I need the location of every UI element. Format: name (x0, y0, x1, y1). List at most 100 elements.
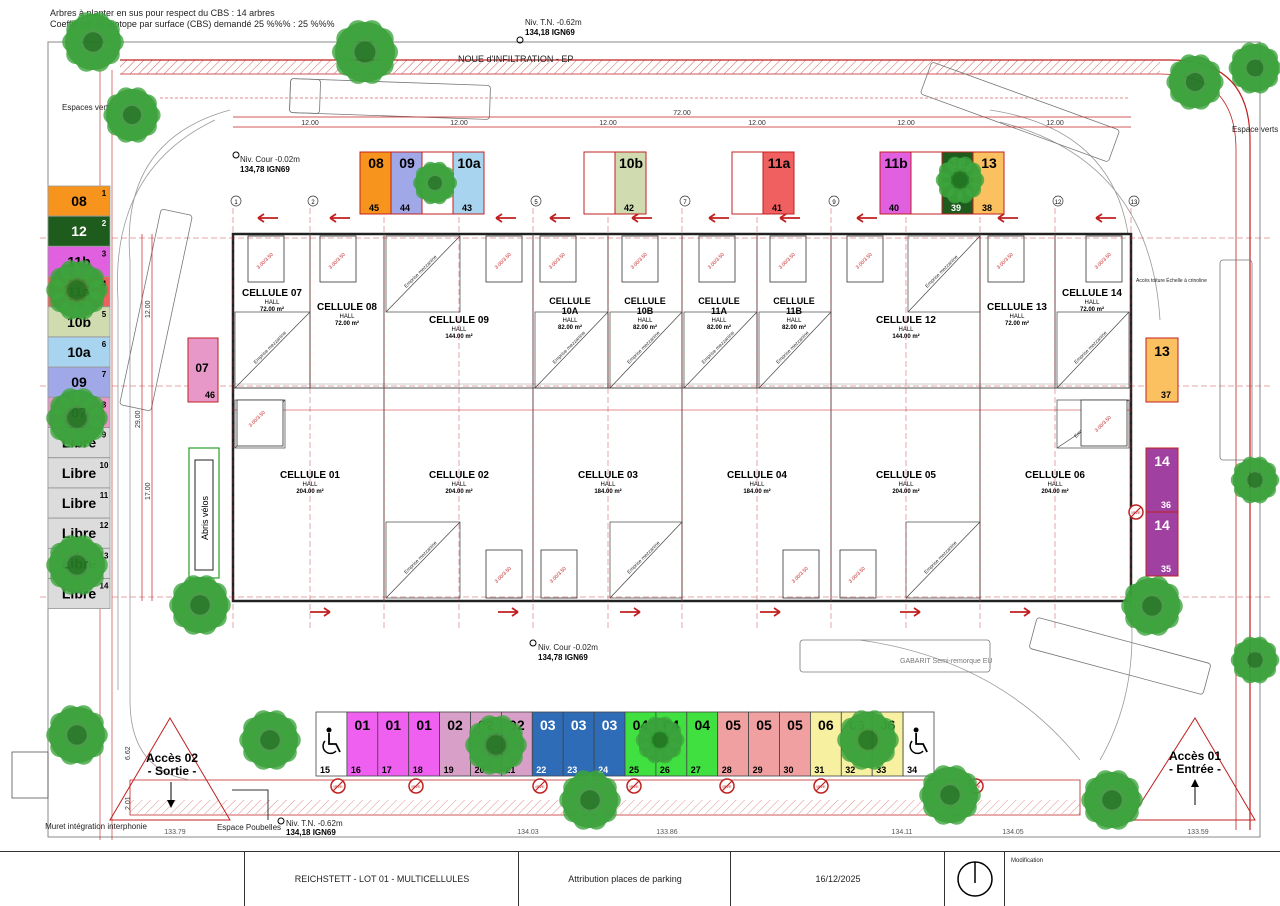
loading-door: 3.00/3.50 (839, 549, 877, 599)
exit-arrow (620, 607, 641, 617)
exit-arrow (760, 607, 781, 617)
spot-label: 01 (355, 717, 371, 733)
alt-4: 134.11 (892, 829, 913, 836)
tree-icon (1166, 54, 1224, 110)
cell-area: 72.00 m² (1080, 306, 1104, 313)
irve-charger-icon: IRVE (532, 778, 548, 794)
spot-label: 05 (756, 717, 772, 733)
cell-name: 10A (562, 306, 579, 316)
spot-num: 45 (369, 203, 379, 213)
exit-arrow (498, 607, 519, 617)
gabarit-label: GABARIT Semi-remorque EU (900, 658, 992, 665)
alt-3: 133.86 (656, 829, 678, 836)
spot-label: 11b (884, 155, 907, 171)
loading-door: 3.00/3.50 (485, 549, 523, 599)
axis-12: 12 (1052, 195, 1064, 628)
legend-spot-num: 10 (100, 461, 109, 470)
cell-name: CELLULE 08 (317, 302, 377, 313)
axis-label: 5 (534, 200, 538, 206)
axis-label: 13 (1131, 200, 1138, 206)
tree-icon (169, 575, 231, 635)
cell-name: CELLULE 05 (876, 470, 936, 481)
spot-num: 44 (400, 203, 410, 213)
dim-seg-5: 12.00 (897, 120, 915, 127)
header-note-1: Arbres à planter en sus pour respect du … (50, 8, 275, 18)
tb-subject: Attribution places de parking (518, 852, 731, 906)
spot-num: 37 (1161, 390, 1171, 400)
abris-velos: Abris vélos (188, 447, 220, 579)
cell-name: 10B (637, 306, 654, 316)
loading-door: 3.00/3.50 (485, 213, 523, 283)
parking-spot-34: 34 (902, 711, 935, 777)
tree-icon (935, 156, 985, 204)
tb-project: REICHSTETT - LOT 01 - MULTICELLULES (244, 852, 519, 906)
vehicle-outlines (119, 62, 1253, 695)
tree-icon (1081, 770, 1143, 830)
cell-name: CELLULE 04 (727, 470, 787, 481)
dim-total: 72.00 (673, 110, 691, 117)
poubelles-label: Espace Poubelles (217, 823, 281, 832)
spot-num: 26 (660, 765, 670, 775)
spot-label: 03 (540, 717, 556, 733)
spot-label: 01 (416, 717, 432, 733)
irve-label: IRVE (629, 784, 639, 789)
tree-icon (46, 705, 108, 765)
spot-num: 42 (624, 203, 634, 213)
cell-area: 82.00 m² (707, 324, 731, 331)
dim-depth-bottom: 17.00 (145, 482, 152, 500)
legend-spot-num: 5 (102, 310, 107, 319)
tree-icon (332, 20, 398, 84)
spot-label: 09 (399, 155, 415, 171)
spot-label: 13 (981, 155, 997, 171)
cell-area: 82.00 m² (633, 324, 657, 331)
legend-spot-label: 08 (71, 193, 87, 209)
irve-charger-icon: IRVE (626, 778, 642, 794)
dim-depth: 29.00 (135, 410, 142, 428)
legend-spot-num: 13 (100, 551, 109, 560)
cell-hall: HALL (302, 482, 318, 488)
acces01-title: Accès 01 (1169, 749, 1221, 763)
irve-label: IRVE (816, 784, 826, 789)
spot-num: 40 (889, 203, 899, 213)
tree-icon (239, 710, 301, 770)
legend-spot-num: 7 (102, 370, 107, 379)
muret-label: Muret intégration interphonie (45, 822, 147, 831)
spot-num: 43 (462, 203, 472, 213)
header-note-2: Coefficient de biotope par surface (CBS)… (50, 19, 335, 29)
loading-door: 3.00/3.50 (782, 549, 820, 599)
irve-charger-icon: IRVE (813, 778, 829, 794)
spot-num: 31 (814, 765, 824, 775)
cell-hall: HALL (451, 482, 467, 488)
tree-icon (837, 710, 899, 770)
alt-5: 134.05 (1002, 829, 1024, 836)
cell-name: CELLULE 12 (876, 315, 936, 326)
acces02-title: Accès 02 (146, 751, 198, 765)
tree-icon (919, 765, 981, 825)
level-tn-top-label: Niv. T.N. -0.62m (525, 18, 582, 27)
spot-num: 35 (1161, 564, 1171, 574)
level-markers: Niv. T.N. -0.62m 134,18 IGN69 Niv. Cour … (232, 18, 598, 837)
level-cour-left-value: 134,78 IGN69 (240, 165, 290, 174)
tree-icon (1121, 576, 1183, 636)
dim-depth-top: 12.00 (145, 300, 152, 318)
tree-icon (46, 535, 108, 595)
spot-num: 41 (772, 203, 782, 213)
axis-label: 12 (1055, 200, 1062, 206)
spot-label: 14 (1154, 453, 1170, 469)
acces01-subtitle: - Entrée - (1169, 762, 1221, 776)
dim-seg-4: 12.00 (748, 120, 766, 127)
cell-hall: HALL (562, 318, 578, 324)
tb-logo-cell (0, 852, 244, 906)
cell-name: CELLULE 02 (429, 470, 489, 481)
level-cour-mid-label: Niv. Cour -0.02m (538, 643, 598, 652)
